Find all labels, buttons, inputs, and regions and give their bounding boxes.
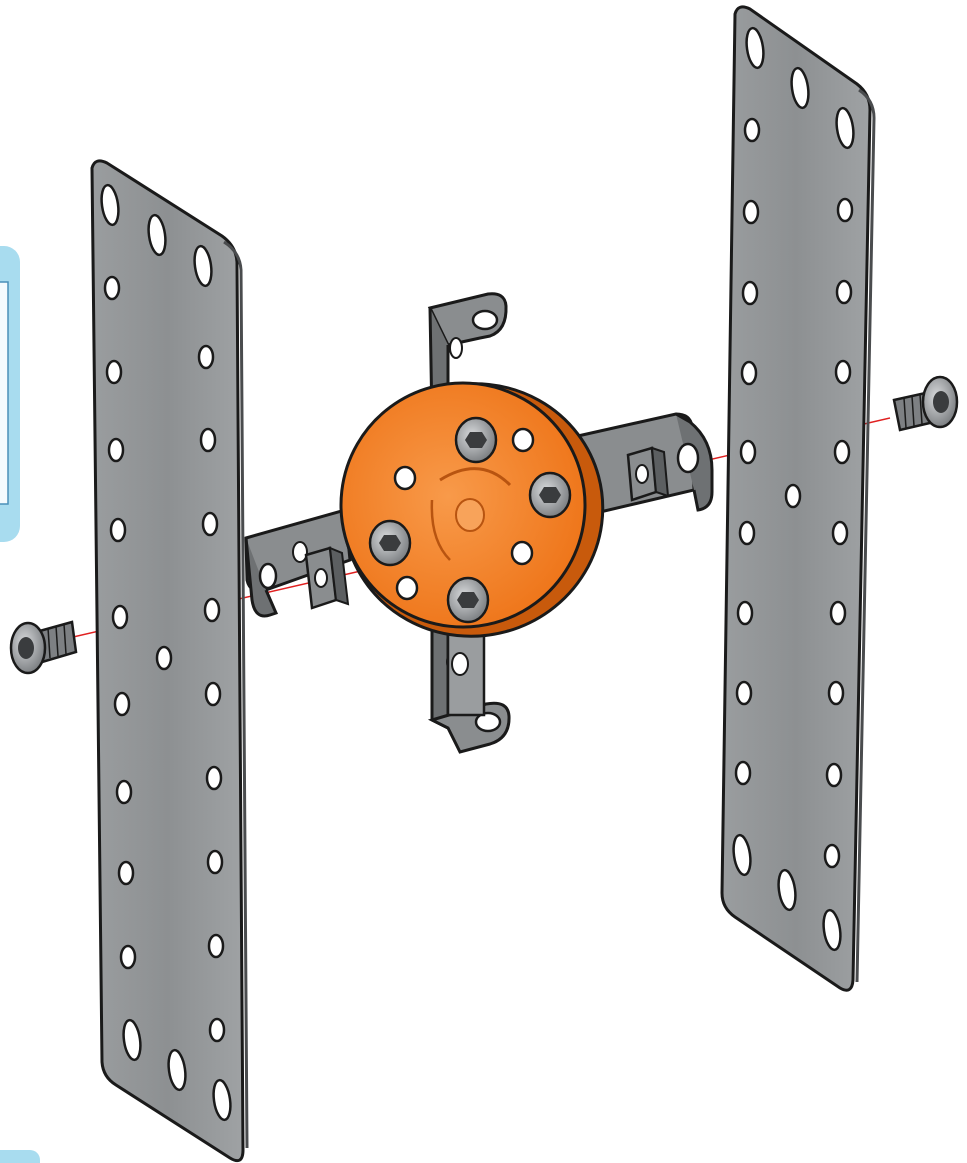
wheel-screw-right — [530, 473, 570, 517]
wheel-screw-top — [456, 418, 496, 462]
wheel-screw-bottom — [448, 578, 488, 622]
wheel-screw-left — [370, 521, 410, 565]
side-info-panel — [0, 246, 40, 1163]
right-perforated-strip-plate — [722, 7, 874, 990]
left-screw — [11, 622, 76, 673]
left-perforated-strip-plate — [92, 161, 247, 1161]
right-screw — [894, 377, 957, 430]
